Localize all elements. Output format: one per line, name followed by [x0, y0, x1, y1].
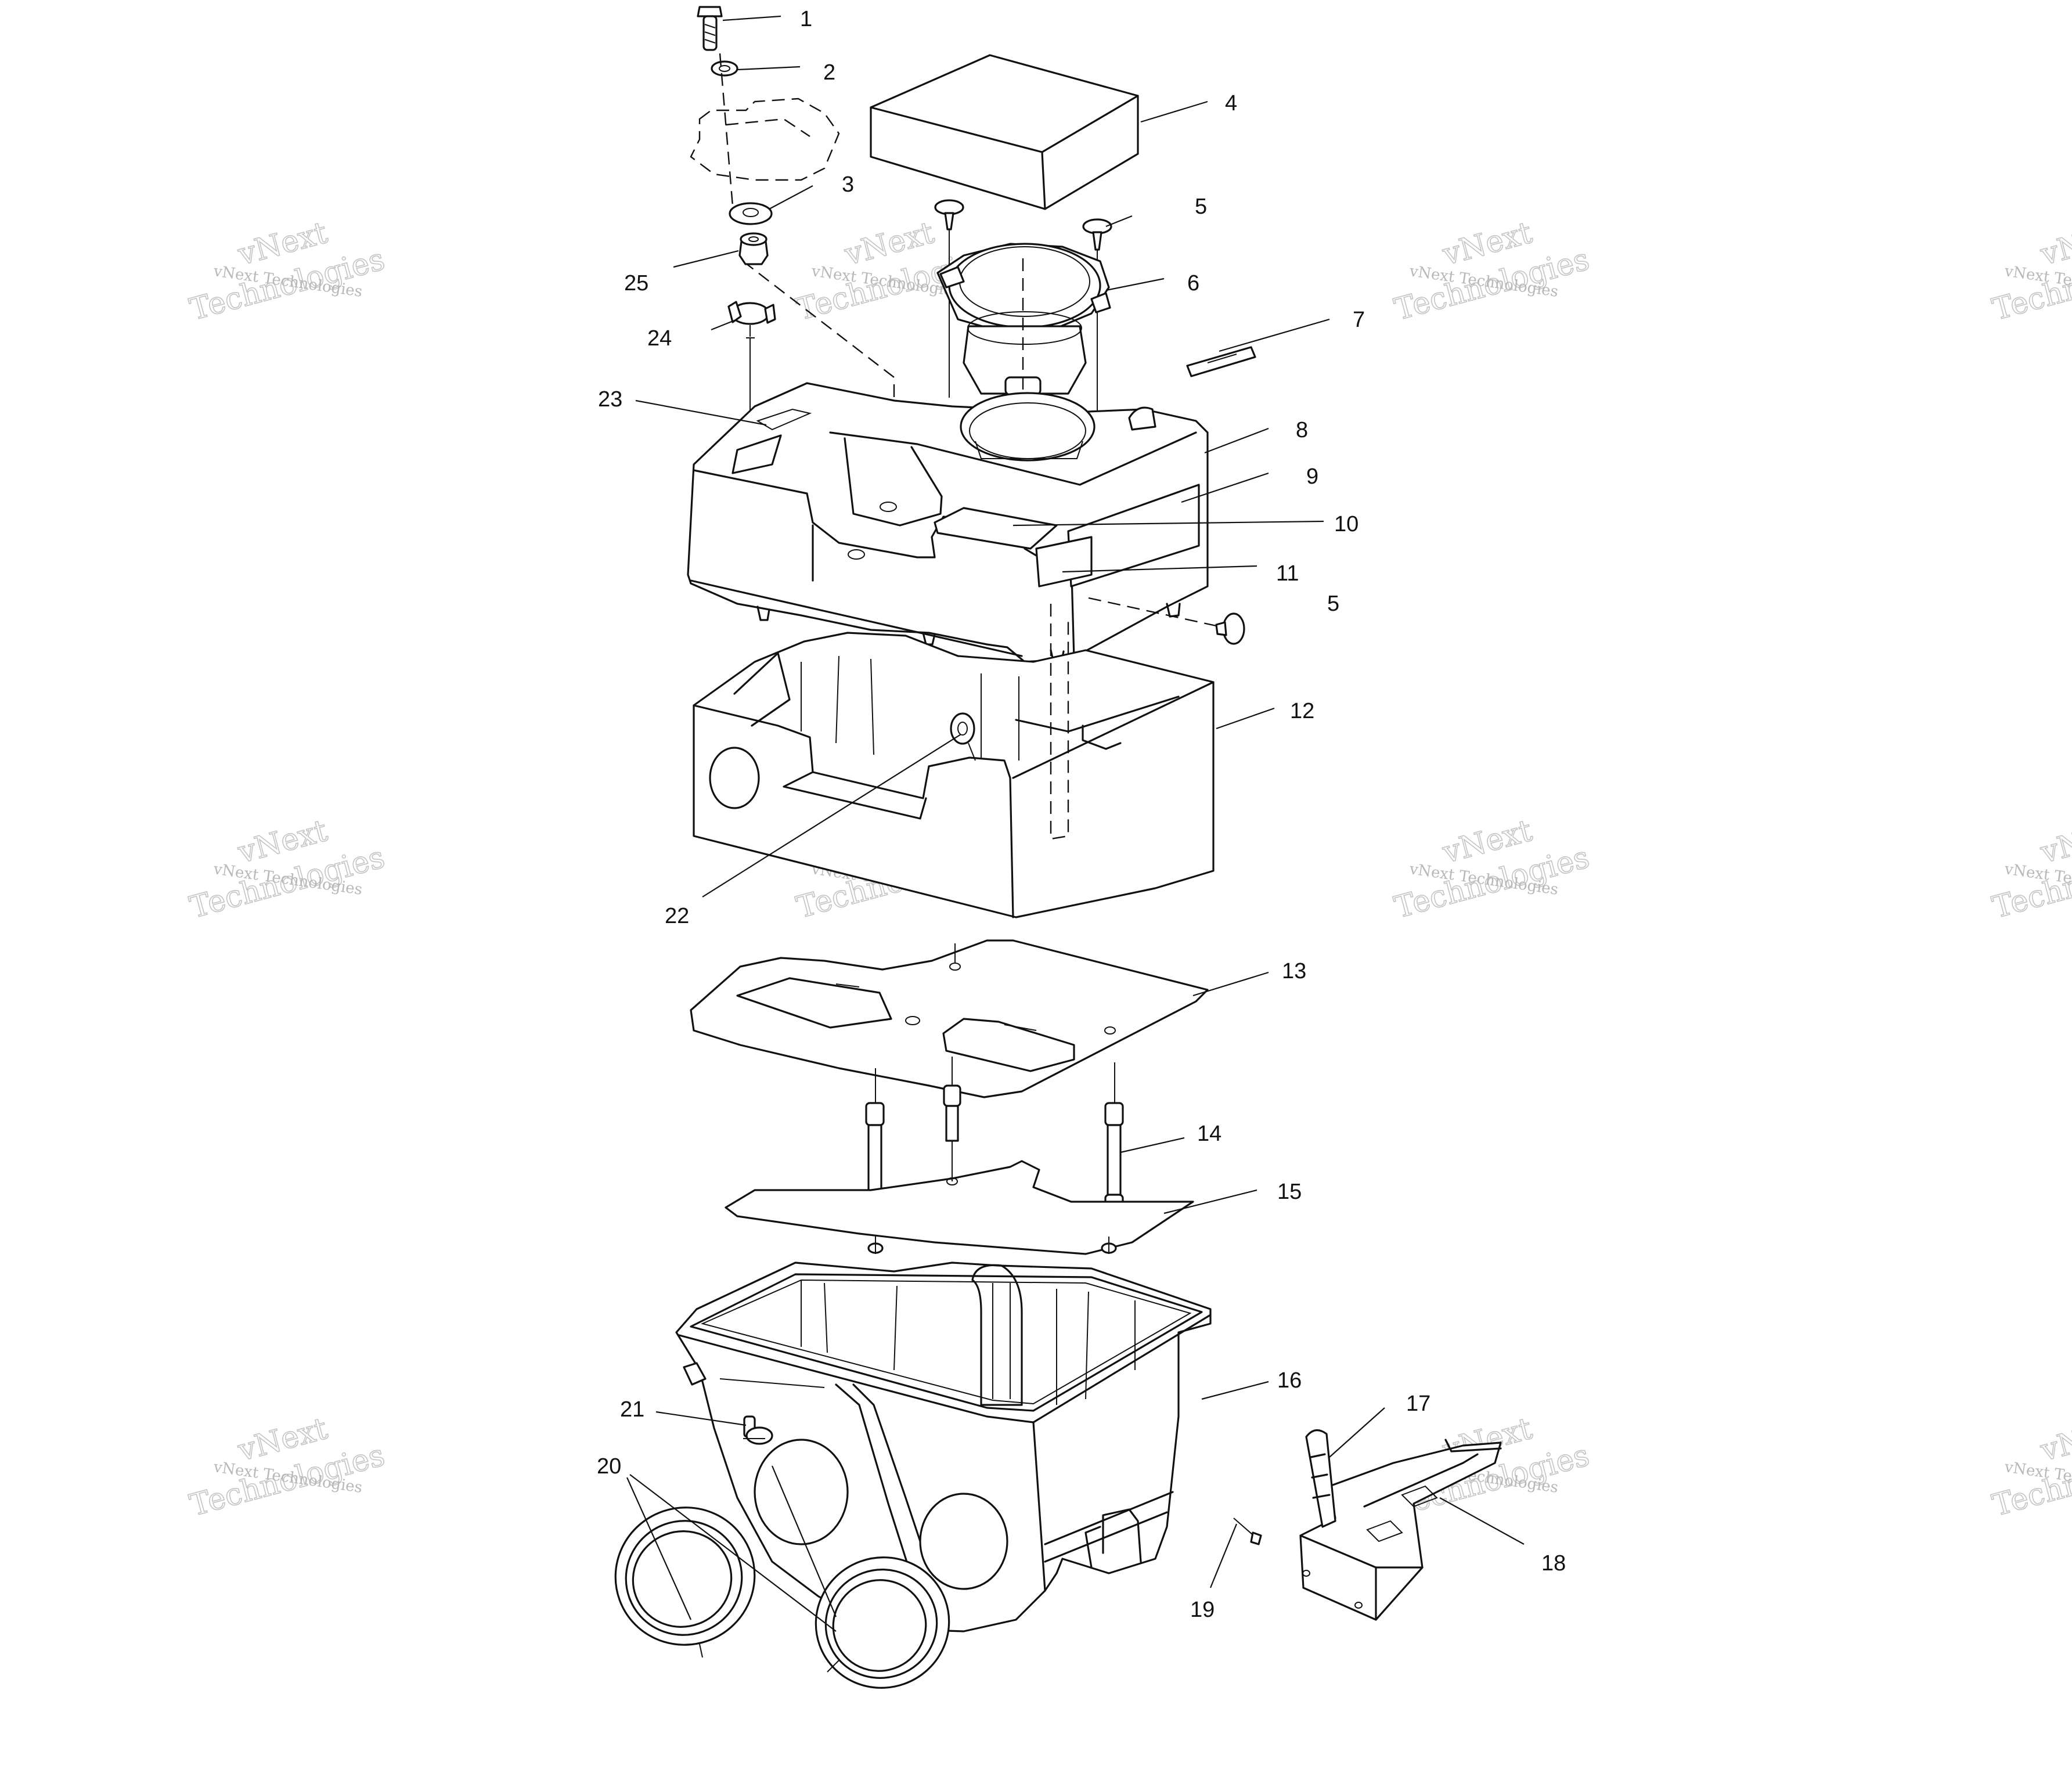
callout-11: 11	[1276, 561, 1299, 586]
callout-25: 25	[624, 271, 648, 295]
leader-lines	[626, 15, 1525, 1632]
part-decals	[731, 408, 1200, 588]
part-bolt	[697, 6, 723, 51]
part-lower-gasket	[725, 1160, 1194, 1255]
callout-6: 6	[1187, 271, 1199, 295]
part-rivet-side	[1088, 597, 1245, 645]
part-strip	[1186, 346, 1256, 377]
part-pin	[1233, 1518, 1262, 1545]
callout-13: 13	[1282, 959, 1306, 983]
callout-23: 23	[598, 387, 622, 412]
callout-5b: 5	[1327, 592, 1339, 616]
callout-15: 15	[1277, 1180, 1302, 1204]
part-filter-rings	[614, 1507, 950, 1689]
callout-24: 24	[647, 326, 672, 351]
watermark-word1: vNext	[2037, 1411, 2072, 1469]
callout-20: 20	[597, 1454, 621, 1479]
callout-21: 21	[620, 1397, 644, 1422]
watermark-word1: vNext	[2037, 215, 2072, 273]
part-phantom-bracket	[690, 53, 895, 505]
part-adapter-boot	[936, 243, 1111, 406]
part-fitting	[743, 1415, 773, 1445]
callout-7: 7	[1353, 308, 1365, 332]
part-gasket-plate	[690, 939, 1209, 1098]
part-lock-washer	[711, 60, 738, 77]
callout-4: 4	[1225, 91, 1237, 116]
watermark: vNext Technologies	[186, 215, 389, 328]
part-airbox-frame	[693, 604, 1215, 918]
watermark-word1: vNext	[2037, 813, 2072, 871]
callout-1: 1	[800, 7, 812, 31]
callout-19: 19	[1190, 1598, 1215, 1622]
callout-10: 10	[1334, 512, 1358, 536]
watermark: vNext Technologies	[186, 1411, 389, 1524]
watermark: vNext Technologies	[186, 813, 389, 926]
callout-14: 14	[1197, 1122, 1221, 1146]
part-filter-block	[870, 54, 1139, 210]
part-washer	[729, 202, 773, 225]
callout-2: 2	[823, 60, 835, 85]
callout-8: 8	[1296, 418, 1308, 442]
callout-3: 3	[842, 172, 854, 197]
part-grommet	[738, 232, 769, 265]
callout-labels: 1 2 3 4 5 6 7 8 9 10 11 5 12 13 14 15 16…	[597, 7, 1566, 1622]
part-clamp	[727, 301, 776, 453]
callout-12: 12	[1290, 699, 1314, 723]
callout-9: 9	[1306, 464, 1318, 489]
part-lever	[1305, 1429, 1336, 1528]
callout-5: 5	[1195, 194, 1207, 219]
part-lower-housing	[675, 1262, 1212, 1632]
callout-17: 17	[1406, 1392, 1430, 1416]
callout-18: 18	[1541, 1551, 1566, 1576]
callout-16: 16	[1277, 1368, 1302, 1393]
callout-22: 22	[665, 904, 689, 928]
